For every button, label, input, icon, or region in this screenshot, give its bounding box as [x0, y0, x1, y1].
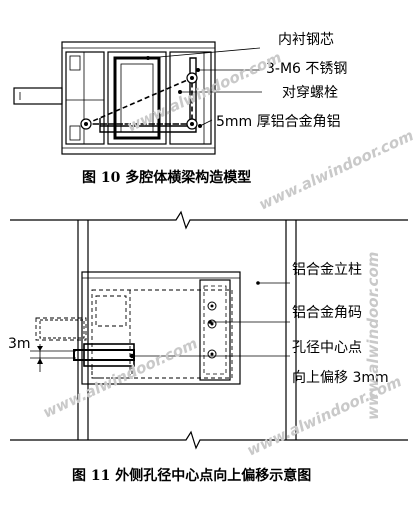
- watermark-2: www.alwindoor.com: [256, 126, 416, 213]
- beam-flange-inner: [73, 349, 135, 361]
- left-flange: [13, 87, 63, 105]
- bolt-dashed-line: [85, 76, 193, 125]
- caption-figure-10: 图 10 多腔体横梁构造模型: [82, 169, 251, 186]
- left-chamber-outer: [65, 51, 105, 145]
- corner-hole-3-dot: [210, 352, 214, 356]
- label-steel-core: 内衬钢芯: [278, 32, 334, 48]
- dashed-profile-outer: [91, 289, 233, 379]
- top-break-line: [10, 210, 408, 230]
- figure-10-leaders: [147, 47, 262, 127]
- label-corner-code: 铝合金角码: [292, 305, 362, 321]
- figure-10: [13, 41, 216, 155]
- label-stainless: 3-M6 不锈钢: [266, 61, 347, 77]
- label-angle-aluminium: 5mm 厚铝合金角铝: [216, 114, 341, 130]
- figure-11: [10, 210, 408, 450]
- corner-code-plate: [199, 279, 231, 381]
- bottom-break-line: [10, 430, 408, 450]
- caption-figure-11: 图 11 外侧孔径中心点向上偏移示意图: [72, 467, 311, 484]
- watermarks: www.alwindoor.com www.alwindoor.com www.…: [40, 48, 416, 459]
- label-dim-3m: 3m: [8, 336, 31, 352]
- beam-flange-lower: [91, 365, 133, 379]
- dashed-left-cell: [95, 295, 127, 327]
- corner-code-inner: [203, 285, 227, 375]
- bolt-dot-top: [190, 76, 194, 80]
- left-chamber-notch: [69, 55, 81, 71]
- dashed-profile: [35, 289, 233, 379]
- dim-arrow-up: [37, 358, 43, 364]
- dim-arrow-down: [37, 346, 43, 351]
- right-chamber: [169, 51, 212, 145]
- corner-hole-1-dot: [210, 304, 214, 308]
- beam-flange: [83, 343, 135, 367]
- dashed-left-cell-2: [35, 317, 87, 341]
- column-profile-box: [81, 271, 241, 385]
- figure-11-leaders: [30, 282, 290, 372]
- bolt-dot-right: [190, 122, 194, 126]
- steel-core-chamber: [107, 51, 167, 145]
- label-bolt: 对穿螺栓: [282, 85, 338, 101]
- bolt-dot-left: [84, 122, 88, 126]
- label-column: 铝合金立柱: [292, 262, 362, 278]
- leader-steel-core: [147, 47, 261, 59]
- figure-10-bolts: [80, 56, 202, 130]
- left-stub: [39, 319, 85, 339]
- leader-angle: [199, 119, 213, 127]
- left-chamber-notch-2: [69, 125, 81, 141]
- watermark-4: www.alwindoor.com: [364, 252, 382, 420]
- label-offset: 向上偏移 3mm: [292, 370, 389, 386]
- steel-core: [113, 56, 161, 140]
- label-hole-center: 孔径中心点: [292, 340, 362, 356]
